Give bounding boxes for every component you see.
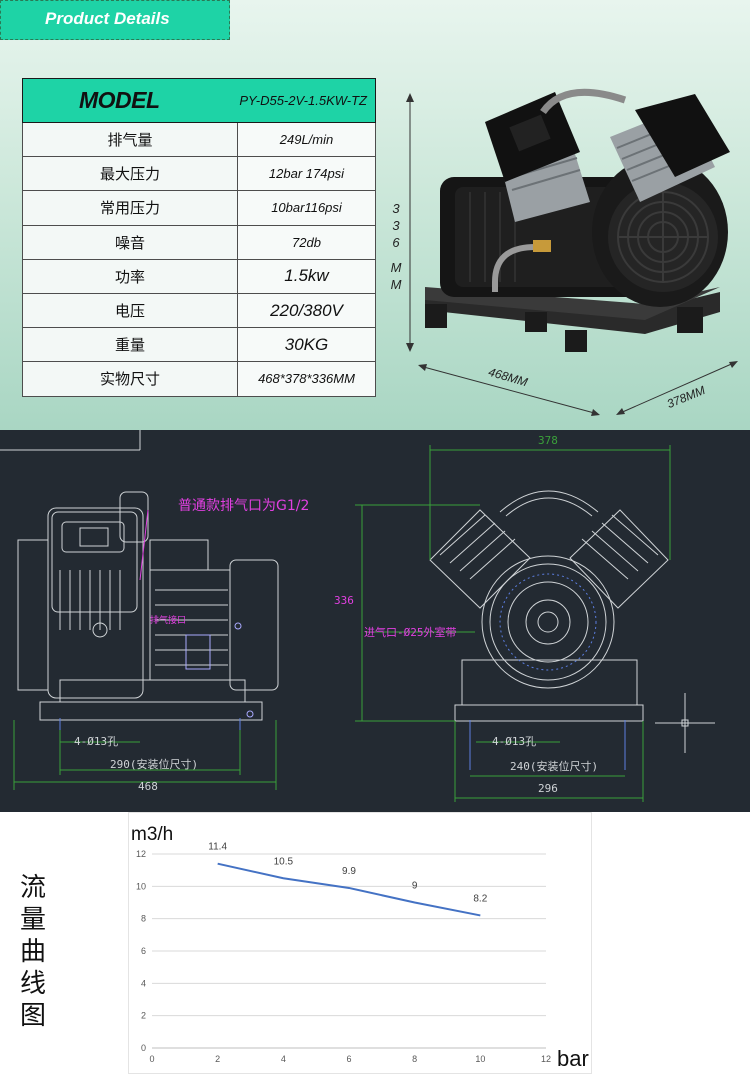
y-tick-label: 0	[141, 1043, 146, 1053]
tab-label: Product Details	[45, 9, 170, 28]
spec-value: 249L/min	[237, 121, 376, 158]
model-label: MODEL	[22, 78, 238, 123]
height-dimension-char: M	[390, 277, 402, 292]
flow-chart: 0 2 4 6 8 10 12 0 2 4 6 8 10 12 11.4 10.5 9.9 9 8.2	[136, 842, 551, 1064]
y-tick-label: 8	[141, 914, 146, 924]
spec-value: 10bar116psi	[237, 190, 376, 226]
data-label: 9	[412, 881, 418, 892]
spec-key: 最大压力	[22, 156, 238, 192]
x-tick-label: 12	[541, 1054, 551, 1064]
height-dimension-char: 3	[392, 201, 400, 216]
spec-value: 12bar 174psi	[237, 156, 376, 192]
front-mount-holes-label: 4-Ø13孔	[492, 735, 536, 748]
compressor-photo	[425, 88, 730, 352]
x-tick-label: 0	[149, 1054, 154, 1064]
spec-key: 噪音	[22, 224, 238, 260]
data-label: 11.4	[208, 842, 227, 853]
cad-drawing-section: 4-Ø13孔 290(安装位尺寸) 468 普通款排气口为G1/2 排气接口	[0, 430, 750, 812]
intake-note: 进气口-Ø25外室带	[364, 625, 457, 639]
spec-value: 220/380V	[237, 292, 376, 329]
model-code: PY-D55-2V-1.5KW-TZ	[237, 78, 376, 123]
spec-key: 排气量	[22, 121, 238, 158]
flow-chart-section: 流量曲线图 m3/h bar 0 2 4 6 8 10 12 0 2 4 6 8 10 12 11.4 10.…	[0, 812, 750, 1077]
y-tick-label: 10	[136, 881, 146, 891]
front-height-dimension: 336	[334, 594, 354, 607]
y-tick-label: 12	[136, 849, 146, 859]
product-details-tab: Product Details	[0, 0, 230, 40]
x-tick-label: 2	[215, 1054, 220, 1064]
flow-chart-title: 流量曲线图	[19, 873, 46, 1031]
y-axis-unit: m3/h	[131, 824, 174, 845]
cad-drawing: 4-Ø13孔 290(安装位尺寸) 468 普通款排气口为G1/2 排气接口	[0, 430, 715, 802]
height-dimension-char: 3	[392, 218, 400, 233]
y-tick-label: 4	[141, 978, 146, 988]
data-label: 10.5	[274, 856, 294, 867]
spec-key: 重量	[22, 327, 238, 363]
spec-value: 72db	[237, 224, 376, 260]
spec-value: 468*378*336MM	[237, 361, 376, 397]
exhaust-port-label: 排气接口	[150, 614, 186, 626]
x-tick-label: 8	[412, 1054, 417, 1064]
product-details-section: Product Details MODEL PY-D55-2V-1.5KW-TZ…	[0, 0, 750, 430]
spec-header-row: MODEL PY-D55-2V-1.5KW-TZ	[22, 78, 376, 123]
flow-series-line	[217, 862, 481, 917]
y-tick-label: 6	[141, 946, 146, 956]
spec-value: 1.5kw	[237, 258, 376, 294]
front-width-dimension: 378	[538, 434, 558, 447]
chart-frame	[128, 812, 592, 1074]
x-tick-label: 4	[281, 1054, 286, 1064]
spec-value: 30KG	[237, 327, 376, 363]
spec-key: 常用压力	[22, 190, 238, 226]
spec-key: 功率	[22, 258, 238, 294]
exhaust-note: 普通款排气口为G1/2	[178, 498, 309, 514]
x-axis-unit: bar	[557, 1046, 589, 1071]
side-mount-holes-label: 4-Ø13孔	[74, 735, 118, 748]
data-label: 8.2	[473, 893, 487, 904]
dimension-lines	[406, 93, 738, 416]
spec-key: 实物尺寸	[22, 361, 238, 397]
spec-key: 电压	[22, 292, 238, 329]
side-total-dimension: 468	[138, 780, 158, 793]
y-tick-label: 2	[141, 1011, 146, 1021]
data-label: 9.9	[342, 866, 356, 877]
height-dimension-char: 6	[392, 235, 400, 250]
height-dimension-char: M	[390, 260, 402, 275]
front-total-dimension: 296	[538, 782, 558, 795]
front-view	[429, 490, 669, 722]
side-view	[17, 491, 279, 721]
side-install-dimension: 290(安装位尺寸)	[110, 757, 198, 771]
x-tick-label: 10	[475, 1054, 485, 1064]
front-install-dimension: 240(安装位尺寸)	[510, 759, 598, 773]
x-tick-label: 6	[346, 1054, 351, 1064]
